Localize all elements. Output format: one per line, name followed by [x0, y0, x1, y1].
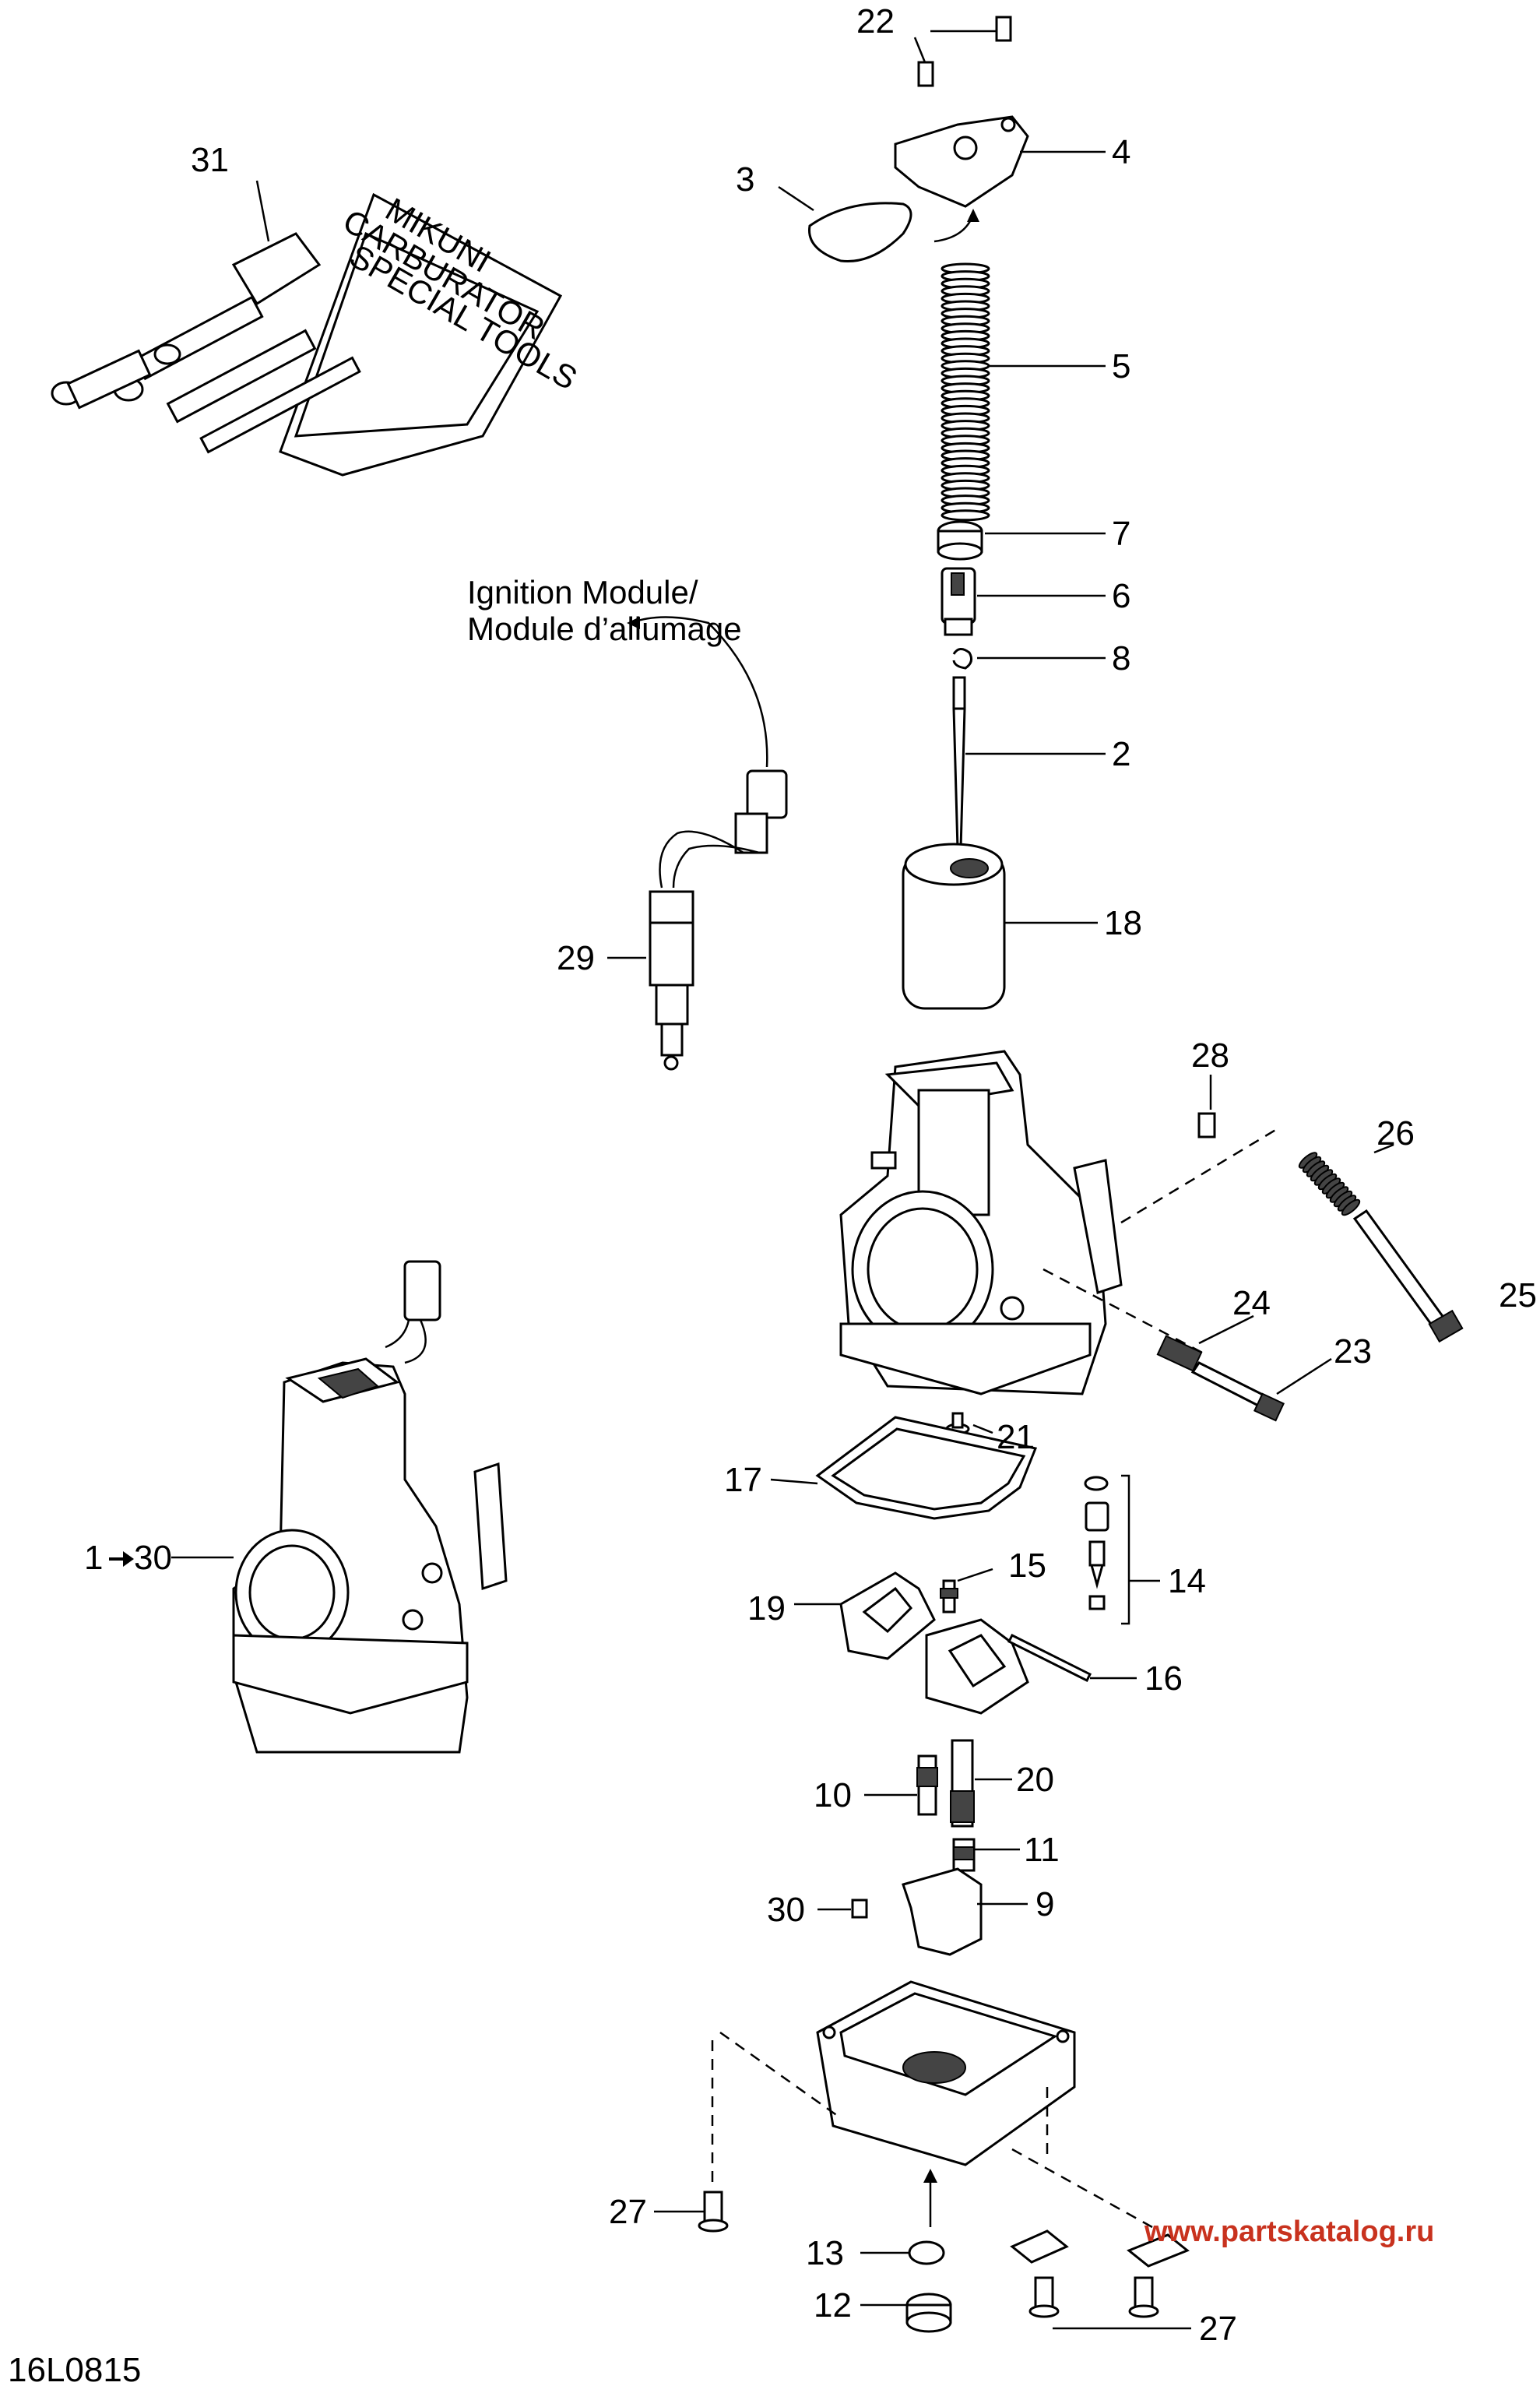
screw-22: [917, 16, 1012, 87]
pin-15: [940, 1579, 958, 1614]
watermark: www.partskatalog.ru: [1144, 2215, 1434, 2248]
throttle-valve-18: [902, 843, 1006, 1010]
ignition-caption-en: Ignition Module/: [467, 574, 698, 611]
arrow-icon: [123, 1551, 134, 1567]
callout-27-left: 27: [609, 2193, 647, 2231]
float-bowl: [711, 1980, 1153, 2229]
clip-8: [952, 648, 973, 670]
callout-26: 26: [1377, 1114, 1415, 1153]
callout-18: 18: [1104, 904, 1142, 942]
float-19: [839, 1571, 1029, 1715]
needle-valve-set-14: [1084, 1474, 1130, 1625]
throttle-sensor-29: [627, 616, 788, 1071]
callout-29: 29: [557, 939, 595, 977]
air-screw-spring-26: [1298, 1152, 1361, 1216]
callout-13: 13: [806, 2234, 844, 2272]
callout-17: 17: [724, 1461, 762, 1499]
callout-14: 14: [1168, 1562, 1206, 1600]
callout-7: 7: [1112, 515, 1130, 553]
callout-19: 19: [747, 1589, 786, 1628]
special-tools-kit: MIKUNI CARBURATOR SPECIAL TOOLS: [51, 191, 583, 477]
needle-jet-20: [950, 1739, 975, 1828]
callout-5: 5: [1112, 347, 1130, 385]
callout-11: 11: [1024, 1831, 1060, 1869]
pilot-jet-10: [916, 1754, 938, 1816]
callout-1: 1: [84, 1539, 103, 1577]
main-jet-11: [952, 1838, 976, 1872]
screw-27-right: [1028, 2276, 1159, 2318]
callout-24: 24: [1232, 1284, 1271, 1322]
callout-23: 23: [1334, 1332, 1372, 1371]
arrow-3-to-4: [933, 213, 975, 243]
callout-21: 21: [997, 1418, 1035, 1456]
callout-8: 8: [1112, 639, 1130, 677]
o-ring-3: [808, 202, 912, 263]
callout-6: 6: [1112, 577, 1130, 615]
callout-27-right: 27: [1199, 2310, 1237, 2348]
callout-16: 16: [1144, 1659, 1183, 1698]
spring-seat-7: [937, 520, 983, 561]
plug-30: [851, 1899, 868, 1919]
screw-27-left: [698, 2191, 729, 2233]
callout-15: 15: [1008, 1547, 1046, 1585]
callout-25: 25: [1499, 1276, 1537, 1314]
pilot-screw-spring-24: [1156, 1335, 1203, 1372]
callout-9: 9: [1035, 1885, 1054, 1923]
callout-3: 3: [736, 160, 754, 199]
top-cover-4: [894, 115, 1029, 208]
needle-holder-6: [941, 567, 976, 636]
spring-5: [941, 262, 990, 522]
ignition-caption-fr: Module d’allumage: [467, 611, 742, 647]
float-pin-16: [1007, 1633, 1092, 1683]
callout-31: 31: [191, 141, 229, 179]
jet-needle-2: [952, 676, 966, 850]
callouts: 22 3 4 31 5 7 6 8 2 18 29 28 26 25 24 23…: [84, 2, 1537, 2348]
callout-12: 12: [814, 2286, 852, 2324]
callout-22: 22: [856, 2, 895, 40]
leader-lines: [171, 30, 1394, 2330]
callout-10: 10: [814, 1776, 852, 1814]
air-screw-25: [1352, 1209, 1464, 1343]
screw-28: [1197, 1112, 1216, 1138]
callout-30: 30: [767, 1891, 805, 1929]
baffle-9: [902, 1867, 983, 1956]
callout-30-assembly: 30: [134, 1539, 172, 1577]
drawing-code: 16L0815: [8, 2351, 141, 2389]
drain-plug-12: [905, 2293, 952, 2333]
callout-28: 28: [1191, 1036, 1229, 1075]
carburetor-body: [839, 1050, 1278, 1395]
callout-4: 4: [1112, 133, 1130, 171]
assembled-carburetor: [232, 1260, 508, 1754]
bracket-plate: [1010, 2229, 1190, 2268]
pilot-screw-23: [1190, 1361, 1285, 1422]
callout-20: 20: [1016, 1761, 1054, 1799]
callout-2: 2: [1112, 735, 1130, 773]
o-ring-13: [908, 2240, 945, 2265]
